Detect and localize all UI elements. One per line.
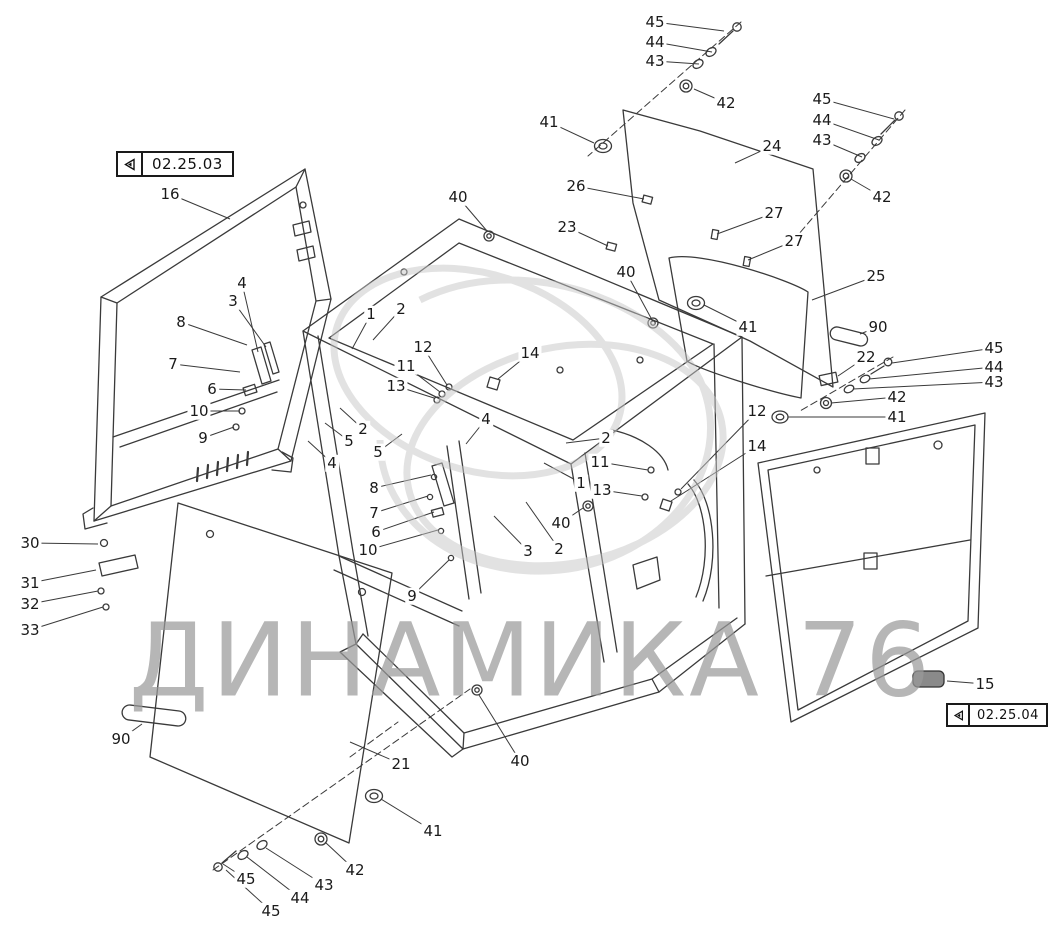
part-callout-41: 41: [421, 821, 445, 840]
part-callout-22: 22: [854, 347, 878, 366]
part-callout-43: 43: [810, 130, 834, 149]
part-callout-40: 40: [446, 187, 470, 206]
part-callout-4: 4: [235, 273, 249, 292]
leader-line: [180, 321, 248, 346]
part-callout-33: 33: [18, 620, 42, 639]
part-callout-41: 41: [537, 112, 561, 131]
part-callout-45: 45: [810, 89, 834, 108]
part-callout-24: 24: [760, 136, 784, 155]
leader-line: [852, 381, 995, 390]
part-callout-21: 21: [389, 754, 413, 773]
part-callout-40: 40: [549, 513, 573, 532]
part-callout-2: 2: [552, 539, 566, 558]
part-callout-15: 15: [973, 674, 997, 693]
leader-line: [868, 366, 995, 380]
part-callout-13: 13: [590, 480, 614, 499]
part-callout-40: 40: [614, 262, 638, 281]
part-callout-44: 44: [810, 110, 834, 129]
part-callout-45: 45: [643, 12, 667, 31]
part-callout-13: 13: [384, 376, 408, 395]
part-callout-7: 7: [367, 503, 381, 522]
part-callout-44: 44: [643, 32, 667, 51]
part-callout-4: 4: [479, 409, 493, 428]
part-callout-40: 40: [508, 751, 532, 770]
part-callout-10: 10: [187, 401, 211, 420]
part-callout-14: 14: [518, 343, 542, 362]
part-callout-42: 42: [343, 860, 367, 879]
part-callout-8: 8: [367, 478, 381, 497]
leader-line: [29, 606, 104, 631]
part-callout-42: 42: [714, 93, 738, 112]
part-callout-5: 5: [371, 442, 385, 461]
part-callout-9: 9: [405, 586, 419, 605]
part-callout-11: 11: [394, 356, 418, 375]
part-callout-45: 45: [234, 869, 258, 888]
leader-line: [478, 694, 521, 762]
part-callout-7: 7: [166, 354, 180, 373]
part-callout-6: 6: [205, 379, 219, 398]
part-callout-1: 1: [364, 304, 378, 323]
left-triangle-arrow-icon: [948, 705, 970, 725]
part-callout-27: 27: [782, 231, 806, 250]
part-callout-43: 43: [643, 51, 667, 70]
left-triangle-arrow-icon: [118, 153, 143, 175]
part-callout-42: 42: [870, 187, 894, 206]
part-callout-2: 2: [599, 428, 613, 447]
part-callout-25: 25: [864, 266, 888, 285]
assembly-axis-lines: [212, 21, 906, 871]
part-callout-14: 14: [745, 436, 769, 455]
part-callout-6: 6: [369, 522, 383, 541]
part-callout-44: 44: [982, 357, 1006, 376]
leader-line: [821, 98, 895, 120]
part-callout-23: 23: [555, 217, 579, 236]
ref-box-02-25-04[interactable]: 02.25.04: [946, 703, 1048, 727]
part-callout-32: 32: [18, 594, 42, 613]
part-callout-3: 3: [226, 291, 240, 310]
part-callout-31: 31: [18, 573, 42, 592]
part-callout-45: 45: [982, 338, 1006, 357]
part-callout-3: 3: [521, 541, 535, 560]
part-callout-27: 27: [762, 203, 786, 222]
part-callout-2: 2: [394, 299, 408, 318]
part-callout-30: 30: [18, 533, 42, 552]
watermark-swirl-logo: [330, 264, 727, 575]
part-callout-12: 12: [745, 401, 769, 420]
leader-line: [172, 363, 241, 373]
part-callout-41: 41: [736, 317, 760, 336]
part-callout-5: 5: [342, 431, 356, 450]
ref-box-02-25-03[interactable]: 02.25.03: [116, 151, 234, 177]
part-callout-8: 8: [174, 312, 188, 331]
part-callout-12: 12: [411, 337, 435, 356]
part-callout-9: 9: [196, 428, 210, 447]
part-callout-42: 42: [885, 387, 909, 406]
ref-label: 02.25.04: [977, 707, 1039, 723]
part-callout-41: 41: [885, 407, 909, 426]
part-callout-44: 44: [288, 888, 312, 907]
part-callout-11: 11: [588, 452, 612, 471]
part-callout-26: 26: [564, 176, 588, 195]
part-callout-1: 1: [574, 473, 588, 492]
leader-line: [373, 474, 432, 489]
ref-label: 02.25.03: [152, 155, 223, 173]
part-callout-90: 90: [109, 729, 133, 748]
part-callout-43: 43: [312, 875, 336, 894]
leader-line: [241, 282, 259, 353]
part-callout-90: 90: [866, 317, 890, 336]
part-callout-2: 2: [356, 419, 370, 438]
part-callout-45: 45: [259, 901, 283, 920]
part-callout-10: 10: [356, 540, 380, 559]
part-callout-4: 4: [325, 453, 339, 472]
part-callout-16: 16: [158, 184, 182, 203]
leader-line: [891, 347, 995, 364]
part-callout-43: 43: [982, 372, 1006, 391]
